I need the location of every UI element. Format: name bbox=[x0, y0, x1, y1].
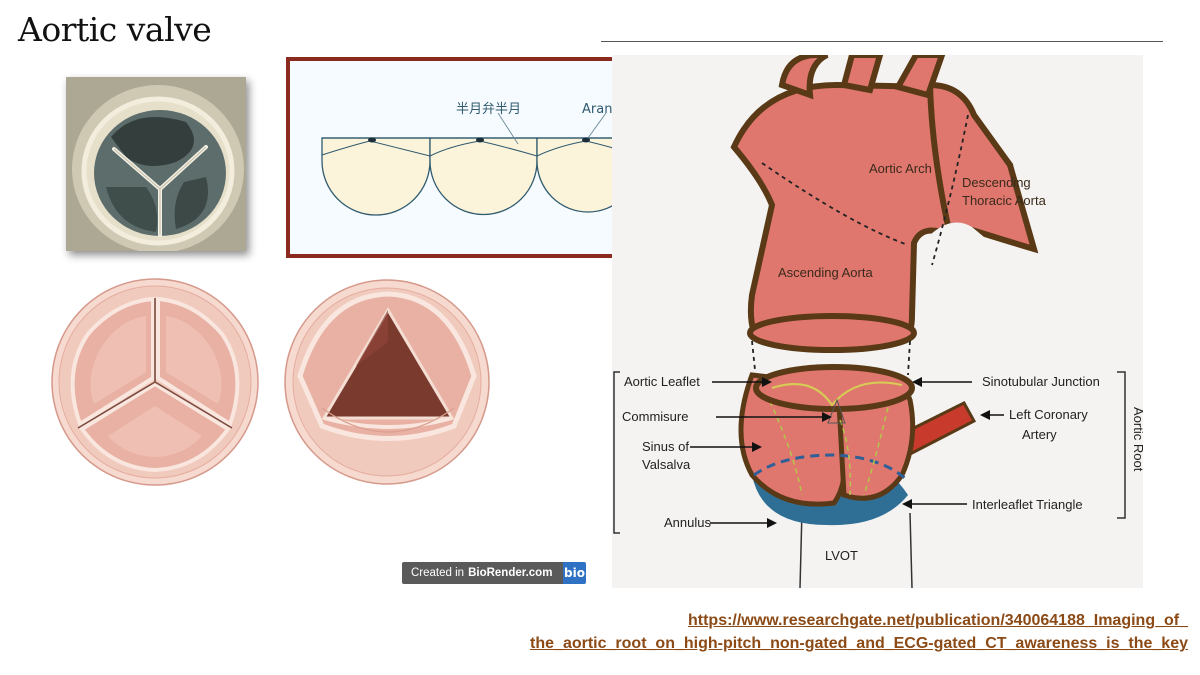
cusp-left bbox=[321, 137, 431, 216]
arantius-nodule-1 bbox=[368, 137, 376, 143]
valve-photo-illustration bbox=[66, 77, 246, 251]
label-aortic-leaflet: Aortic Leaflet bbox=[624, 374, 700, 389]
label-aortic-root: Aortic Root bbox=[1131, 407, 1143, 472]
label-lvot: LVOT bbox=[825, 548, 858, 563]
label-sinus-1: Sinus of bbox=[642, 439, 689, 454]
open-valve-illustration bbox=[284, 279, 490, 485]
label-left-coronary-1: Left Coronary bbox=[1009, 407, 1088, 422]
badge-brand: BioRender.com bbox=[468, 567, 553, 579]
label-ascending: Ascending Aorta bbox=[778, 265, 873, 280]
label-aortic-arch: Aortic Arch bbox=[869, 161, 932, 176]
label-left-coronary-2: Artery bbox=[1022, 427, 1057, 442]
label-interleaflet: Interleaflet Triangle bbox=[972, 497, 1083, 512]
closed-valve-illustration bbox=[51, 278, 259, 486]
arantius-nodule-3 bbox=[582, 137, 590, 143]
reference-link[interactable]: https://www.researchgate.net/publication… bbox=[530, 609, 1188, 655]
biorender-badge[interactable]: Created in BioRender.com bio bbox=[402, 562, 586, 584]
badge-created-in: Created in bbox=[411, 567, 465, 579]
label-semilunar: 半月弁半月 bbox=[456, 102, 521, 117]
label-commisure: Commisure bbox=[622, 409, 688, 424]
valve-photo bbox=[66, 77, 246, 251]
ascending-ring bbox=[747, 313, 917, 353]
label-sinotubular: Sinotubular Junction bbox=[982, 374, 1100, 389]
arantius-nodule-2 bbox=[476, 137, 484, 143]
reference-line-1: https://www.researchgate.net/publication… bbox=[687, 612, 1188, 629]
slide-title: Aortic valve bbox=[18, 10, 212, 49]
aortic-root-drawing: Aortic Arch Descending Thoracic Aorta As… bbox=[613, 55, 1143, 588]
label-annulus: Annulus bbox=[664, 515, 711, 530]
label-descending-1: Descending bbox=[962, 175, 1031, 190]
reference-line-2: the_aortic_root_on_high-pitch_non-gated_… bbox=[530, 635, 1188, 652]
biorender-logo-icon: bio bbox=[563, 562, 586, 584]
label-descending-2: Thoracic Aorta bbox=[962, 193, 1047, 208]
aortic-root-diagram: Aortic Arch Descending Thoracic Aorta As… bbox=[612, 55, 1143, 588]
title-rule bbox=[601, 41, 1163, 42]
cusp-middle bbox=[429, 137, 538, 216]
label-sinus-2: Valsalva bbox=[642, 457, 691, 472]
biorender-badge-text: Created in BioRender.com bbox=[402, 562, 563, 584]
